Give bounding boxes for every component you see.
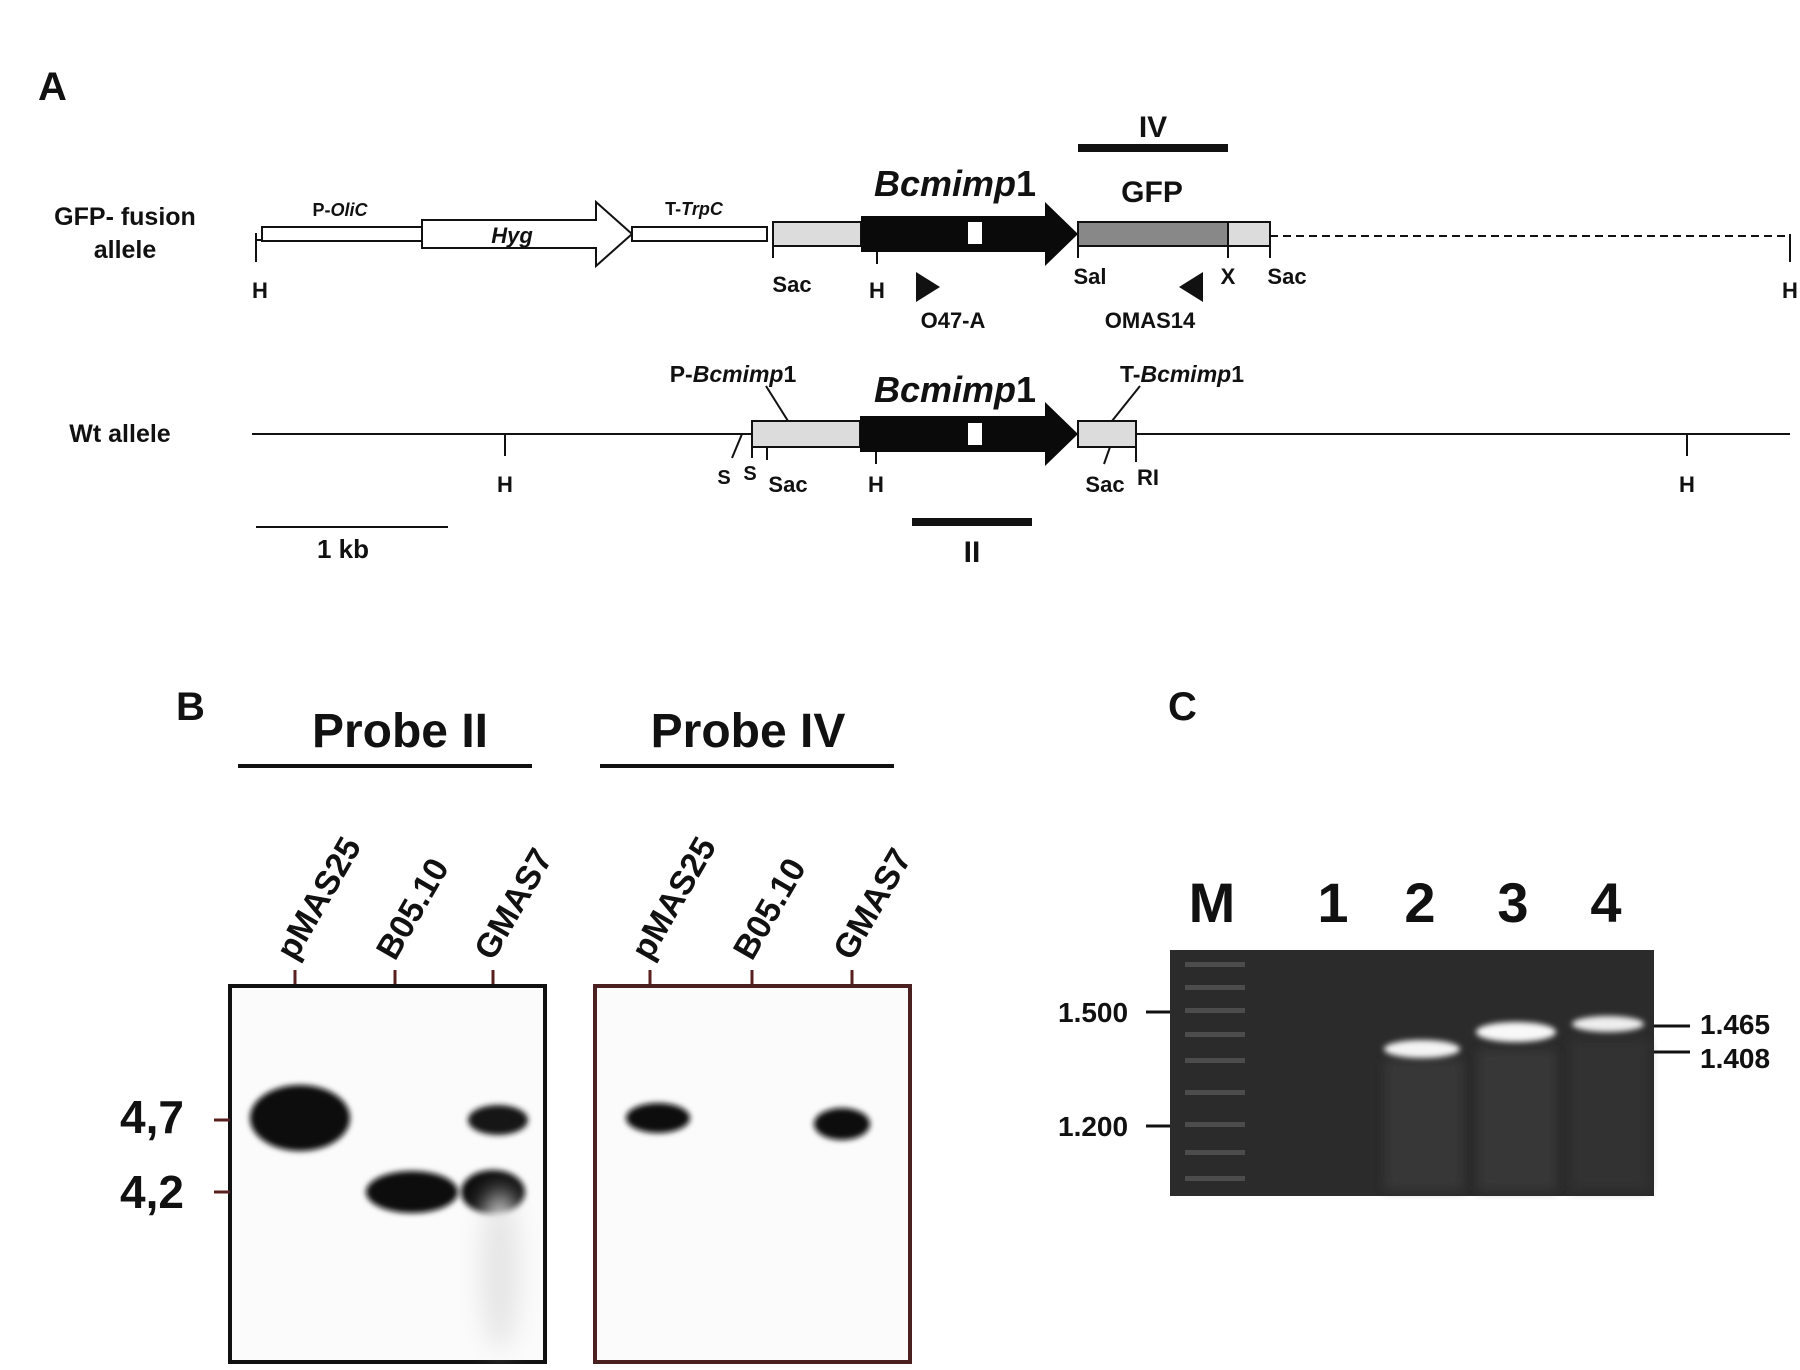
wt-site-s-2: S — [743, 463, 756, 485]
gel-marker-1200: 1.200 — [1058, 1111, 1128, 1142]
blot-ii-lane-gmas7: GMAS7 — [467, 842, 560, 966]
wt-terminator-box — [1077, 420, 1137, 448]
gel-marker-1408: 1.408 — [1700, 1043, 1770, 1074]
wt-site-h-3: H — [1679, 472, 1695, 497]
panel-b: B Probe II Probe IV pMAS25 B05.10 GMAS7 … — [120, 685, 919, 1364]
scale-bar: 1 kb — [256, 526, 448, 564]
blot-ii-lane-pmas25: pMAS25 — [269, 831, 369, 966]
wt-promoter-label: P-Bcmimp1 — [670, 361, 797, 387]
wt-site-h-2: H — [868, 472, 884, 497]
gfp-allele-label-line1: GFP- fusion — [54, 203, 196, 231]
gel-band-lane-4 — [1572, 1016, 1644, 1032]
primer-forward-label: O47-A — [921, 308, 986, 333]
gfp-fusion-allele: GFP- fusion allele P-OliC Hyg T-TrpC Bcm… — [54, 111, 1798, 333]
blot-iv-lane-gmas7: GMAS7 — [826, 842, 919, 966]
gel-lane-m: M — [1189, 871, 1236, 934]
gfp-site-h-left: H — [252, 278, 268, 303]
blot-iv-lane-b0510: B05.10 — [726, 852, 814, 966]
hyg-arrow — [421, 199, 634, 269]
wt-site-s-1: S — [717, 467, 730, 489]
wt-allele-label: Wt allele — [69, 420, 171, 448]
gfp-site-sac-2: Sac — [1267, 264, 1306, 289]
gfp-site-x: X — [1221, 264, 1236, 289]
gfp-site-h-right: H — [1782, 278, 1798, 303]
gfp-site-h-mid: H — [869, 278, 885, 303]
gel-marker-1500: 1.500 — [1058, 997, 1128, 1028]
primer-reverse-label: OMAS14 — [1105, 308, 1196, 333]
probe-iv-title: Probe IV — [651, 705, 846, 758]
marker-4-2: 4,2 — [120, 1166, 184, 1218]
blot-probe-iv — [593, 984, 912, 1364]
panel-a: A GFP- fusion allele P-OliC Hyg T-TrpC B… — [38, 65, 1798, 569]
marker-4-7: 4,7 — [120, 1091, 184, 1143]
wt-allele: Wt allele Bcmimp1 P-Bcmimp1 T-Bcmimp1 H … — [69, 361, 1790, 569]
p-olic-box — [261, 226, 423, 242]
primer-forward-arrowhead — [916, 272, 940, 302]
panel-b-label: B — [176, 685, 205, 729]
probe-iv-label: IV — [1139, 111, 1167, 144]
gfp-label: GFP — [1121, 176, 1183, 209]
primer-reverse-arrowhead — [1179, 272, 1203, 302]
gel-lane-2: 2 — [1404, 871, 1435, 934]
wt-promoter-box — [751, 420, 861, 448]
panel-c-label: C — [1168, 685, 1197, 729]
probe-ii-label: II — [964, 536, 981, 569]
gfp-gene-label: Bcmimp1 — [874, 163, 1036, 204]
gel-lane-3: 3 — [1497, 871, 1528, 934]
wt-terminator-label: T-Bcmimp1 — [1120, 361, 1244, 387]
p-olic-label: P-OliC — [312, 200, 368, 220]
wt-gene-label: Bcmimp1 — [874, 369, 1036, 410]
wt-site-ri: RI — [1137, 465, 1159, 490]
gfp-promoter-box — [772, 221, 862, 247]
panel-c: C M 1 2 3 4 1.500 1.200 — [1058, 685, 1770, 1196]
wt-site-h-1: H — [497, 472, 513, 497]
blot-ii-lane-b0510: B05.10 — [369, 852, 457, 966]
gfp-site-sac-1: Sac — [772, 272, 811, 297]
gfp-allele-label-line2: allele — [94, 236, 157, 264]
wt-site-sac-1: Sac — [768, 472, 807, 497]
hyg-label: Hyg — [491, 223, 533, 248]
blot-iv-lane-pmas25: pMAS25 — [624, 831, 724, 966]
wt-site-sac-2: Sac — [1085, 472, 1124, 497]
gel-marker-1465: 1.465 — [1700, 1009, 1770, 1040]
scale-bar-label: 1 kb — [317, 534, 369, 564]
probe-ii-title: Probe II — [312, 705, 488, 758]
panel-a-label: A — [38, 65, 67, 109]
gfp-box — [1077, 221, 1229, 247]
blot-size-markers: 4,7 4,2 — [120, 1091, 230, 1218]
gel-lane-1: 1 — [1317, 871, 1348, 934]
t-trpc-box — [631, 226, 768, 242]
t-trpc-label: T-TrpC — [665, 199, 724, 219]
gfp-site-sal: Sal — [1073, 264, 1106, 289]
gel-band-lane-2 — [1384, 1040, 1460, 1058]
gel-band-lane-3 — [1476, 1022, 1556, 1042]
gel-lane-4: 4 — [1590, 871, 1621, 934]
